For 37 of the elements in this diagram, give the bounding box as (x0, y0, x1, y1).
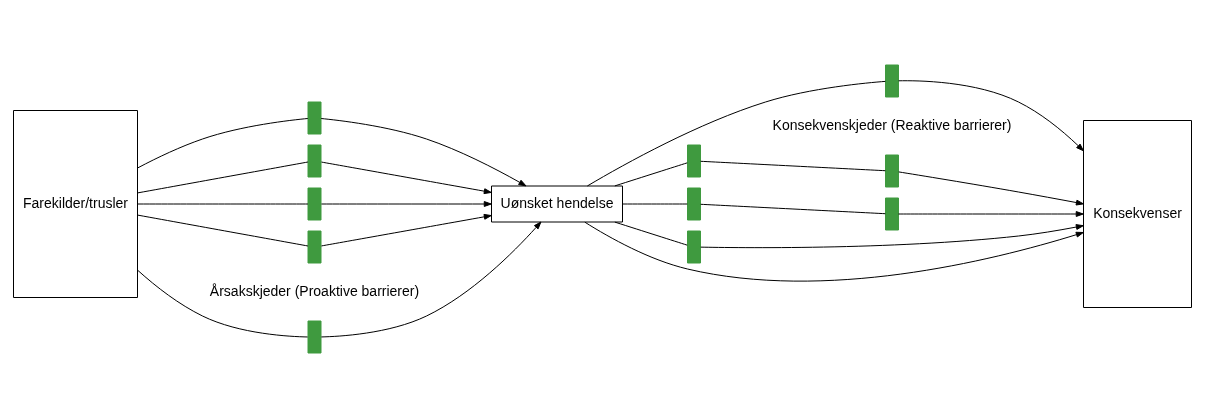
connector (137, 269, 309, 337)
connector (700, 203, 886, 214)
node-box: Konsekvenser (1083, 119, 1192, 308)
arrow (320, 117, 527, 186)
node-bar (687, 144, 701, 177)
node-bar (307, 101, 322, 134)
connector (137, 214, 309, 246)
node-bar (885, 197, 899, 230)
node-bar (687, 230, 701, 263)
connector (614, 221, 688, 246)
connector (586, 80, 886, 186)
node-bar (687, 187, 701, 220)
arrow (320, 200, 492, 207)
arrow (898, 210, 1084, 217)
arrow (898, 170, 1084, 205)
arrow (320, 213, 492, 246)
connector (137, 117, 309, 168)
arrow (320, 161, 492, 194)
node-bar (307, 144, 322, 177)
node-bar (885, 64, 899, 97)
label: Konsekvenskjeder (Reaktive barrierer) (772, 116, 1012, 133)
arrow (898, 79, 1084, 151)
node-bar (885, 154, 899, 187)
connector (137, 161, 309, 193)
node-bar (307, 320, 322, 353)
arrow (320, 221, 542, 337)
arrow (700, 223, 1084, 248)
arrow (584, 221, 1084, 282)
node-bar (307, 187, 322, 220)
connector (700, 160, 886, 171)
node-box: Farekilder/trusler (13, 109, 138, 298)
connector (622, 203, 688, 204)
label: Årsakskjeder (Proaktive barrierer) (209, 282, 420, 299)
connector (137, 203, 309, 204)
connector (614, 161, 688, 186)
node-bar (307, 230, 322, 263)
node-box: Uønsket hendelse (491, 185, 623, 222)
